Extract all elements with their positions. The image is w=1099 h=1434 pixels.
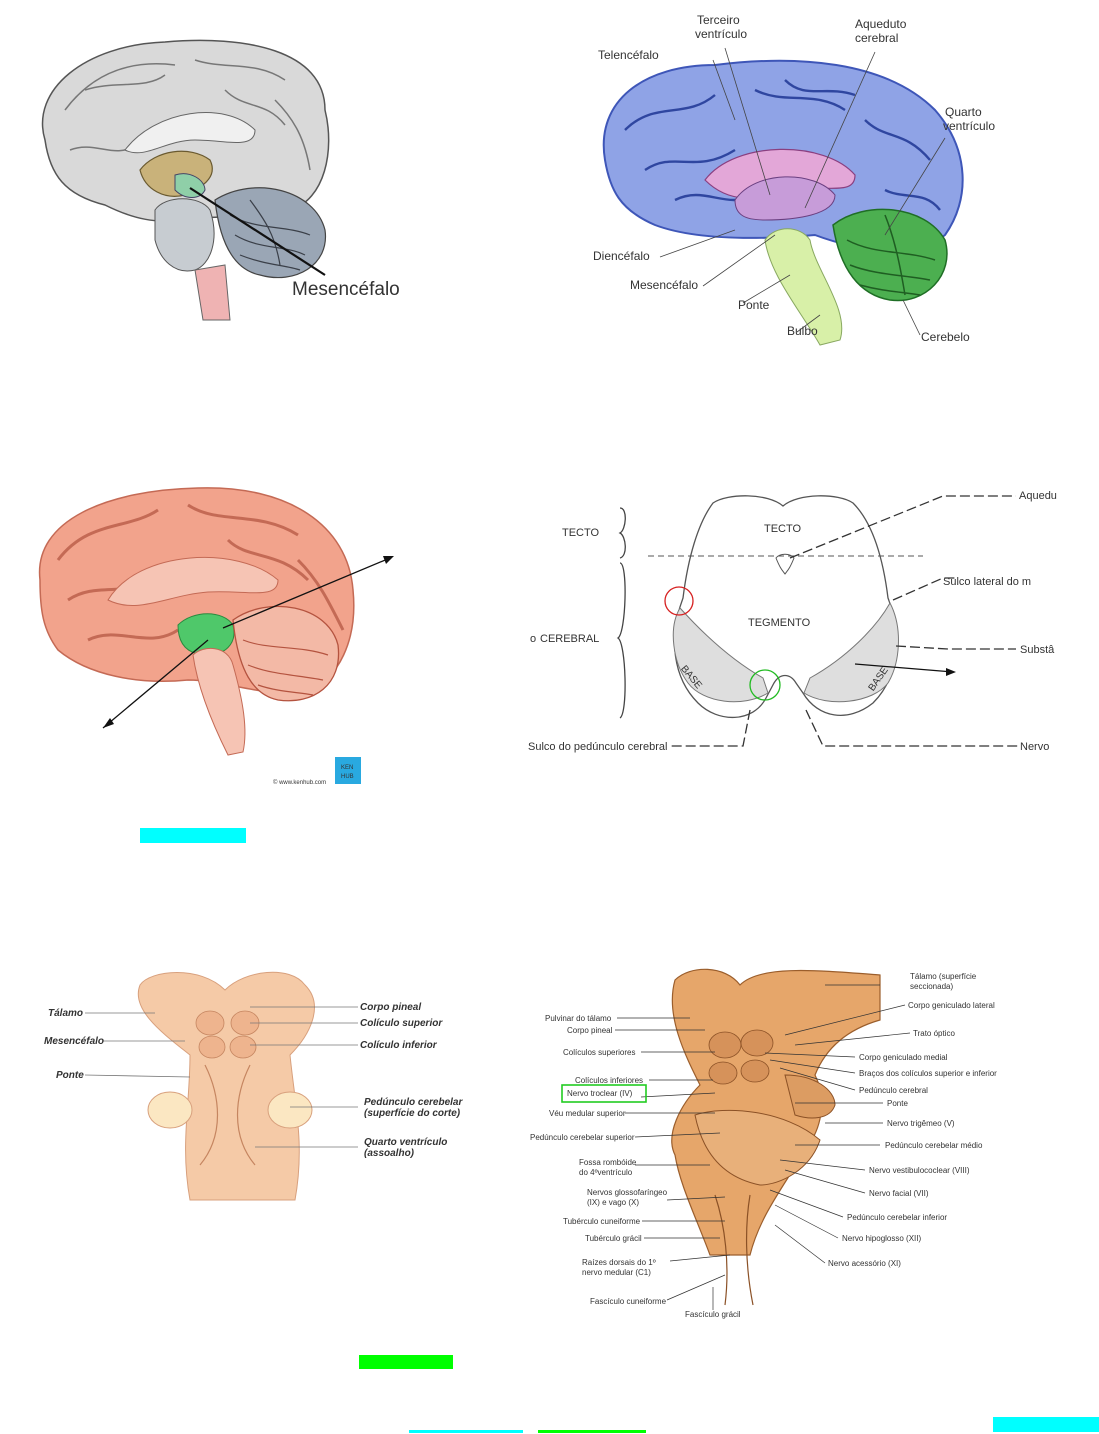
- lbl-r0a: Tálamo (superfície: [910, 972, 977, 981]
- cyan-highlight-1: [140, 828, 246, 843]
- cyan-highlight-2: [993, 1417, 1099, 1432]
- lbl-r1: Corpo geniculado lateral: [908, 1001, 995, 1010]
- diencefalo-label: Diencéfalo: [593, 249, 650, 263]
- lbl-r5: Pedúnculo cerebral: [859, 1086, 928, 1095]
- panel-sagittal-colored: Terceiro ventrículo Aqueduto cerebral Te…: [585, 10, 1005, 355]
- lbl-r12: Nervo hipoglosso (XII): [842, 1234, 921, 1243]
- aqueduto-cerebral-label-2: cerebral: [855, 31, 898, 45]
- lbl-r9: Nervo vestibulococlear (VIII): [869, 1166, 970, 1175]
- coliculo-inferior-label: Colículo inferior: [360, 1040, 438, 1051]
- cyan-underline-1: [409, 1430, 523, 1433]
- lbl-l10: Tubérculo grácil: [585, 1234, 642, 1243]
- tegmento-label: TEGMENTO: [748, 617, 811, 629]
- panel-kenhub-brain: © www.kenhub.com KEN HUB: [28, 480, 408, 790]
- lbl-r10: Nervo facial (VII): [869, 1189, 929, 1198]
- ponte-label-5: Ponte: [56, 1070, 84, 1081]
- aqueduto-label: Aquedu: [1019, 490, 1057, 502]
- arrow-down-left: [102, 639, 209, 729]
- brainstem-dorsal-illustration: Tálamo Mesencéfalo Ponte Corpo pineal Co…: [44, 971, 463, 1201]
- lbl-l7a: Fossa rombóide: [579, 1158, 637, 1167]
- quarto-ventriculo-label-2: ventrículo: [943, 119, 995, 133]
- lbl-l8b: (IX) e vago (X): [587, 1198, 639, 1207]
- quarto-ventriculo-label-1: Quarto: [945, 105, 982, 119]
- substancia-label: Substâ: [1020, 644, 1055, 656]
- brainstem-detailed-illustration: Pulvinar do tálamo Corpo pineal Colículo…: [530, 968, 997, 1319]
- quarto-ventriculo-label-5b: (assoalho): [364, 1148, 415, 1159]
- talamo-label: Tálamo: [48, 1008, 83, 1019]
- bulbo-label: Bulbo: [787, 324, 818, 338]
- sagittal-brain-grey-illustration: Mesencéfalo: [41, 39, 400, 321]
- panel-brainstem-dorsal: Tálamo Mesencéfalo Ponte Corpo pineal Co…: [40, 965, 470, 1205]
- lbl-l3: Colículos inferiores: [575, 1076, 643, 1085]
- lbl-r8: Pedúnculo cerebelar médio: [885, 1141, 983, 1150]
- lbl-l8a: Nervos glossofaríngeo: [587, 1188, 668, 1197]
- kenhub-badge-text-1: KEN: [341, 765, 353, 771]
- red-circle-marker: [664, 586, 694, 616]
- coliculo-superior-label: Colículo superior: [360, 1018, 443, 1029]
- lbl-l7b: do 4ºventrículo: [579, 1168, 633, 1177]
- lbl-r0b: seccionada): [910, 982, 953, 991]
- sagittal-brain-colored-illustration: Terceiro ventrículo Aqueduto cerebral Te…: [593, 13, 995, 346]
- panel-sagittal-grey: Mesencéfalo: [25, 30, 425, 330]
- terceiro-ventriculo-label-1: Terceiro: [697, 13, 740, 27]
- kenhub-badge-text-2: HUB: [341, 774, 354, 780]
- ponte-label: Ponte: [738, 298, 770, 312]
- lbl-l11b: nervo medular (C1): [582, 1268, 651, 1277]
- sulco-pedunculo-label: Sulco do pedúnculo cerebral: [528, 741, 667, 753]
- kenhub-badge: [335, 757, 361, 784]
- kenhub-credit: © www.kenhub.com: [273, 779, 326, 786]
- lbl-l1: Corpo pineal: [567, 1026, 613, 1035]
- midbrain-cross-section-diagram: TECTO o CEREBRAL TECTO TEGMENTO BASE BAS…: [528, 490, 1057, 753]
- tecto-left-label: TECTO: [562, 527, 600, 539]
- lbl-r2: Trato óptico: [913, 1029, 955, 1038]
- lbl-l12: Fascículo cuneiforme: [590, 1297, 667, 1306]
- telencefalo-label: Telencéfalo: [598, 48, 659, 62]
- green-highlight-1: [359, 1355, 453, 1369]
- mesencefalo-label: Mesencéfalo: [292, 279, 400, 300]
- mesencefalo-label-5: Mesencéfalo: [44, 1036, 104, 1047]
- mesencefalo-label-2: Mesencéfalo: [630, 278, 698, 292]
- tecto-label: TECTO: [764, 523, 802, 535]
- panel-brainstem-detailed: Pulvinar do tálamo Corpo pineal Colículo…: [525, 965, 1015, 1325]
- lbl-r11: Pedúnculo cerebelar inferior: [847, 1213, 947, 1222]
- lbl-l9: Tubérculo cuneiforme: [563, 1217, 641, 1226]
- lbl-l2: Colículos superiores: [563, 1048, 635, 1057]
- green-underline-1: [538, 1430, 646, 1433]
- pedunculo-cerebelar-label-1: Pedúnculo cerebelar: [364, 1097, 463, 1108]
- kenhub-brain-illustration: © www.kenhub.com KEN HUB: [38, 487, 394, 786]
- arrow-up-right: [222, 557, 391, 629]
- cerebral-left-label: CEREBRAL: [540, 633, 599, 645]
- lbl-l4: Nervo troclear (IV): [567, 1089, 633, 1098]
- corpo-pineal-label: Corpo pineal: [360, 1002, 421, 1013]
- lbl-l6: Pedúnculo cerebelar superior: [530, 1133, 635, 1142]
- quarto-ventriculo-label-5a: Quarto ventrículo: [364, 1137, 447, 1148]
- lbl-l11a: Raízes dorsais do 1º: [582, 1258, 656, 1267]
- cerebral-prefix: o: [530, 633, 536, 645]
- nervo-troclear-highlight-box: [561, 1084, 647, 1103]
- pedunculo-cerebelar-label-2: (superfície do corte): [364, 1108, 461, 1119]
- green-circle-marker: [749, 669, 781, 701]
- panel-midbrain-section: TECTO o CEREBRAL TECTO TEGMENTO BASE BAS…: [528, 478, 1060, 763]
- sulco-lateral-label: Sulco lateral do m: [943, 576, 1031, 588]
- nervo-label: Nervo: [1020, 741, 1049, 753]
- lbl-r13: Nervo acessório (XI): [828, 1259, 901, 1268]
- aqueduto-cerebral-label-1: Aqueduto: [855, 17, 907, 31]
- mesencefalo-pointer-line: [189, 187, 326, 276]
- lbl-l0: Pulvinar do tálamo: [545, 1014, 612, 1023]
- base-arrow: [854, 663, 954, 673]
- terceiro-ventriculo-label-2: ventrículo: [695, 27, 747, 41]
- lbl-r4: Braços dos colículos superior e inferior: [859, 1069, 997, 1078]
- cerebelo-label: Cerebelo: [921, 330, 970, 344]
- lbl-r7: Nervo trigêmeo (V): [887, 1119, 955, 1128]
- lbl-l5: Véu medular superior: [549, 1109, 626, 1118]
- lbl-r3: Corpo geniculado medial: [859, 1053, 948, 1062]
- lbl-r6: Ponte: [887, 1099, 908, 1108]
- lbl-bottom: Fascículo grácil: [685, 1310, 741, 1319]
